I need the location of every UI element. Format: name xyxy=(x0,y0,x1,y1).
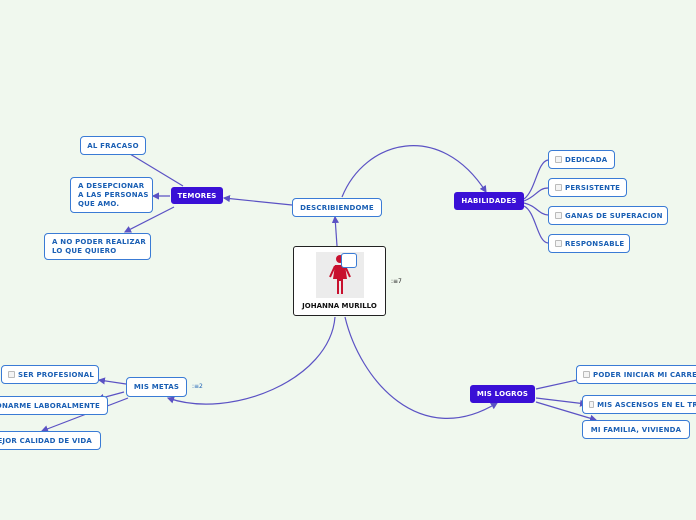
temor-al-fracaso[interactable]: AL FRACASO xyxy=(80,136,146,155)
habilidades-node[interactable]: HABILIDADES xyxy=(454,192,524,210)
meta-ser-profesional[interactable]: SER PROFESIONAL xyxy=(1,365,99,384)
link-familia xyxy=(535,401,598,422)
describiendome-node[interactable]: DESCRIBIENDOME xyxy=(292,198,382,217)
checkbox-icon xyxy=(555,156,562,163)
logro-ascensos[interactable]: MIS ASCENSOS EN EL TR xyxy=(582,395,696,414)
checkbox-icon xyxy=(555,212,562,219)
meta-calidad-de-vida[interactable]: EJOR CALIDAD DE VIDA xyxy=(0,431,101,450)
metas-children-count: :≡2 xyxy=(192,383,203,390)
link-persistente xyxy=(523,187,549,202)
checkbox-icon xyxy=(583,371,590,378)
link-no-poder xyxy=(123,206,175,233)
link-ser-profesional xyxy=(97,377,127,385)
habilidad-ganas-superacion[interactable]: GANAS DE SUPERACION xyxy=(548,206,668,225)
mis-logros-node[interactable]: MIS LOGROS xyxy=(470,385,535,403)
central-children-count: :≡7 xyxy=(391,278,402,285)
checkbox-icon xyxy=(589,401,595,408)
logro-familia-vivienda[interactable]: MI FAMILIA, VIVIENDA xyxy=(582,420,690,439)
habilidad-dedicada[interactable]: DEDICADA xyxy=(548,150,615,169)
checkbox-icon xyxy=(555,240,562,247)
link-temores xyxy=(222,195,293,206)
central-topic[interactable]: JOHANNA MURILLO xyxy=(293,246,386,316)
habilidad-responsable[interactable]: RESPONSABLE xyxy=(548,234,630,253)
link-responsable xyxy=(523,205,549,244)
checkbox-icon xyxy=(555,184,562,191)
link-ganas xyxy=(523,202,549,216)
temor-desepcionar[interactable]: A DESEPCIONAR A LAS PERSONAS QUE AMO. xyxy=(70,177,153,213)
mis-metas-node[interactable]: MIS METAS xyxy=(126,377,187,397)
meta-laboralmente[interactable]: IONARME LABORALMENTE xyxy=(0,396,108,415)
checkbox-icon xyxy=(8,371,15,378)
link-logros xyxy=(344,316,499,419)
link-dedicada xyxy=(523,159,549,200)
link-ascensos xyxy=(535,397,588,407)
link-habilidades xyxy=(341,145,487,198)
temores-node[interactable]: TEMORES xyxy=(171,187,223,204)
link-al-fracaso xyxy=(129,153,184,187)
attachment-icon[interactable] xyxy=(341,253,357,268)
habilidad-persistente[interactable]: PERSISTENTE xyxy=(548,178,627,197)
link-metas xyxy=(166,316,336,405)
central-topic-label: JOHANNA MURILLO xyxy=(302,302,377,310)
link-describiendome xyxy=(331,215,340,247)
temor-no-poder-realizar[interactable]: A NO PODER REALIZAR LO QUE QUIERO xyxy=(44,233,151,260)
logro-iniciar-carrera[interactable]: PODER INICIAR MI CARRE xyxy=(576,365,696,384)
